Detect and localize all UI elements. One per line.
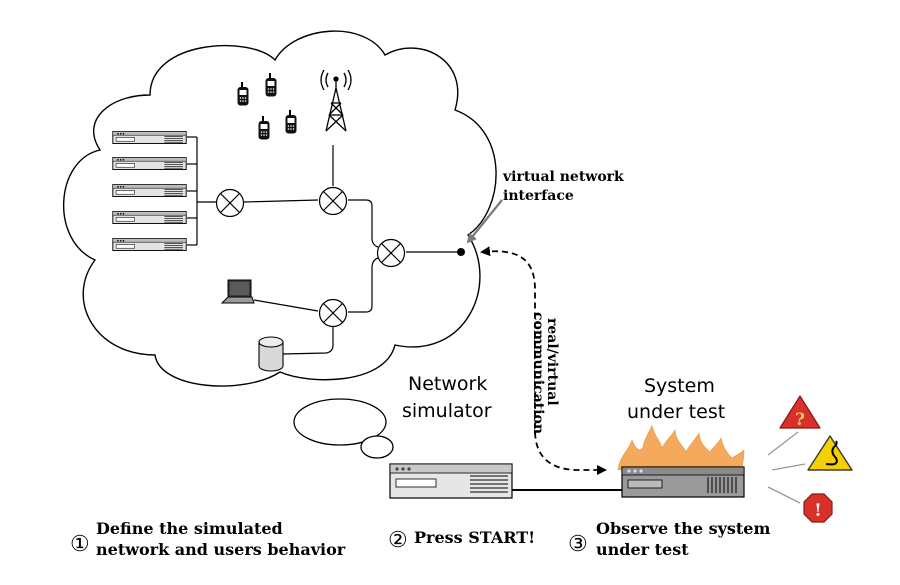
- step-2-number: ②: [388, 528, 408, 553]
- alert-lines: [767, 431, 806, 504]
- server-icon: [112, 211, 187, 224]
- snake-warning-icon: [807, 435, 853, 471]
- laptop-icon: [220, 279, 255, 304]
- step-3-number: ③: [568, 532, 588, 557]
- communication-label: real/virtual communication: [530, 312, 560, 434]
- thought-bubble-small: [360, 435, 394, 459]
- svg-text:!: !: [814, 501, 821, 521]
- step-3-text-line2: under test: [596, 540, 689, 559]
- thought-bubble-large: [293, 398, 387, 446]
- router-icon: [215, 188, 245, 218]
- error-stop-icon: !: [803, 493, 833, 523]
- step-3-text-line1: Observe the system: [596, 519, 770, 538]
- step-2: ② Press START!: [388, 528, 535, 553]
- svg-text:?: ?: [795, 410, 805, 430]
- server-icon: [112, 184, 187, 197]
- virtual-interface-point: [457, 248, 465, 256]
- server-icon: [112, 238, 187, 251]
- server-icon: [112, 157, 187, 170]
- step-1-text-line2: network and users behavior: [96, 540, 346, 559]
- step-1-number: ①: [70, 532, 90, 557]
- antenna-tower-icon: [320, 69, 352, 132]
- network-cloud: [63, 30, 497, 387]
- communication-label-line2: communication: [530, 312, 546, 434]
- virtual-interface-label-line1: virtual network: [502, 169, 624, 185]
- communication-label-line1: real/virtual: [544, 318, 560, 406]
- network-links: [243, 145, 461, 355]
- router-icon: [318, 186, 348, 216]
- server-stack: [112, 131, 216, 251]
- router-icon: [376, 238, 406, 268]
- simulator-server-icon: [389, 463, 513, 499]
- virtual-interface-label-line2: interface: [503, 188, 574, 204]
- network-simulator-label-line2: simulator: [402, 400, 492, 422]
- sut-label-line2: under test: [627, 401, 725, 423]
- step-2-text-line1: Press START!: [414, 528, 535, 547]
- server-icon: [112, 131, 187, 144]
- router-icon: [318, 298, 348, 328]
- step-1-text-line1: Define the simulated: [96, 519, 283, 538]
- step-3: ③ Observe the system under test: [568, 519, 770, 559]
- network-simulator-label-line1: Network: [408, 373, 487, 395]
- interface-pointer-arrow: [466, 199, 503, 244]
- question-warning-icon: ?: [779, 395, 821, 430]
- database-icon: [258, 336, 284, 372]
- communication-path: [480, 246, 607, 475]
- sut-label-line1: System: [644, 375, 715, 397]
- fire-icon: [617, 424, 745, 471]
- step-1: ① Define the simulated network and users…: [70, 519, 346, 559]
- sut-server-icon: [621, 466, 745, 498]
